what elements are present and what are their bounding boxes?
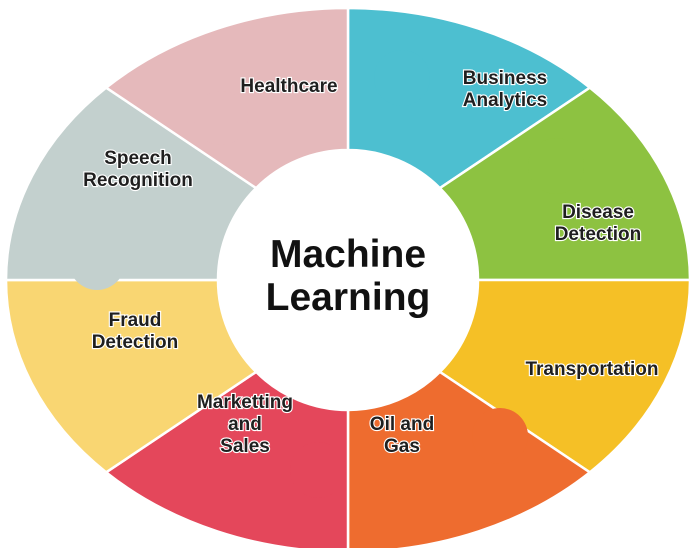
label-transportation-line1: Transportation	[525, 359, 658, 380]
puzzle-tab-oil-and-gas	[290, 442, 346, 498]
center-title-line1: Machine	[270, 233, 426, 276]
label-disease-detection-line1: Disease	[562, 202, 634, 223]
puzzle-tab-fraud-detection	[69, 234, 125, 290]
label-speech-recognition-line2: Recognition	[83, 170, 193, 191]
label-business-analytics-line2: Analytics	[463, 90, 547, 111]
label-fraud-detection-line2: Detection	[92, 332, 179, 353]
puzzle-tab-speech-recognition	[194, 91, 248, 145]
label-speech-recognition-line1: Speech	[104, 148, 172, 169]
segments-layer	[4, 6, 692, 548]
label-fraud-detection-line1: Fraud	[109, 310, 162, 331]
puzzle-tab-business-analytics	[528, 138, 584, 194]
label-oil-and-gas-line2: Gas	[384, 436, 420, 457]
puzzle-tab-healthcare	[374, 50, 430, 106]
center-circle	[218, 150, 478, 410]
label-disease-detection-line2: Detection	[555, 224, 642, 245]
puzzle-tabs-layer	[69, 50, 626, 498]
center-title-line2: Learning	[266, 276, 431, 319]
label-marketting-and-sales-line2: and	[228, 414, 262, 435]
label-marketting-and-sales-line3: Sales	[220, 436, 270, 457]
label-business-analytics-line1: Business	[463, 68, 547, 89]
puzzle-tab-transportation	[472, 408, 528, 464]
label-healthcare-line1: Healthcare	[240, 76, 337, 97]
puzzle-tab-marketting-and-sales	[133, 373, 187, 427]
label-oil-and-gas-line1: Oil and	[370, 414, 434, 435]
label-marketting-and-sales-line1: Marketting	[197, 392, 293, 413]
puzzle-tab-disease-detection	[570, 284, 626, 340]
